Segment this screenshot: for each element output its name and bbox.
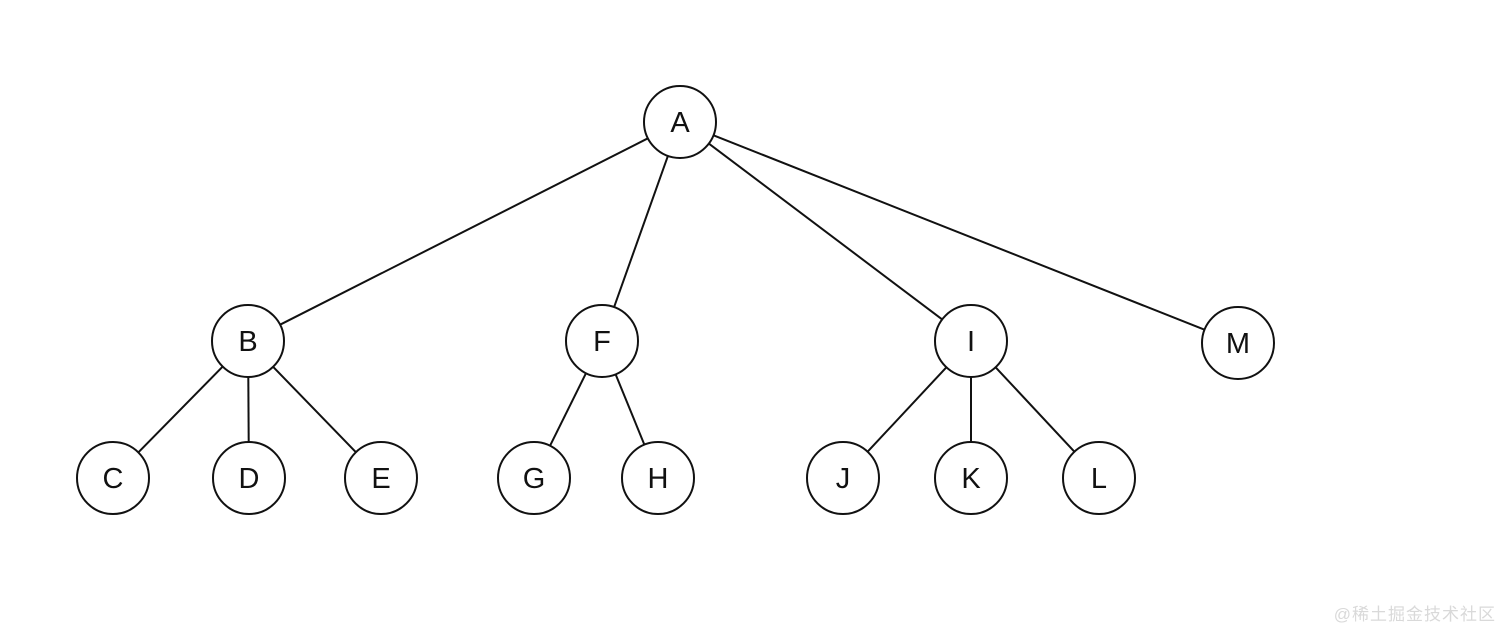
edge-B-E <box>272 366 357 453</box>
edge-F-G <box>549 372 587 447</box>
node-label-M: M <box>1226 328 1250 360</box>
node-circle-E <box>344 441 418 515</box>
node-label-B: B <box>238 326 257 358</box>
edge-I-L <box>994 366 1076 453</box>
node-H: H <box>621 441 695 515</box>
node-I: I <box>934 304 1008 378</box>
node-D: D <box>212 441 286 515</box>
edge-A-F <box>613 155 669 308</box>
node-label-I: I <box>967 326 975 358</box>
node-circle-L <box>1062 441 1136 515</box>
node-circle-B <box>211 304 285 378</box>
node-L: L <box>1062 441 1136 515</box>
edge-F-H <box>614 373 646 446</box>
edge-A-I <box>708 142 943 321</box>
node-circle-G <box>497 441 571 515</box>
watermark: @稀土掘金技术社区 <box>1333 605 1496 624</box>
node-circle-I <box>934 304 1008 378</box>
node-circle-J <box>806 441 880 515</box>
node-E: E <box>344 441 418 515</box>
node-A: A <box>643 85 717 159</box>
edge-B-C <box>137 365 224 454</box>
node-label-C: C <box>103 463 124 495</box>
node-circle-D <box>212 441 286 515</box>
node-G: G <box>497 441 571 515</box>
edge-A-B <box>279 137 649 326</box>
node-M: M <box>1201 306 1275 380</box>
node-label-H: H <box>648 463 669 495</box>
node-label-F: F <box>593 326 611 358</box>
node-circle-A <box>643 85 717 159</box>
node-B: B <box>211 304 285 378</box>
node-label-J: J <box>836 463 851 495</box>
node-label-L: L <box>1091 463 1107 495</box>
node-label-K: K <box>961 463 981 495</box>
node-circle-C <box>76 441 150 515</box>
node-circle-M <box>1201 306 1275 380</box>
node-circle-K <box>934 441 1008 515</box>
edge-A-M <box>713 134 1205 331</box>
node-circle-H <box>621 441 695 515</box>
node-circle-F <box>565 304 639 378</box>
edge-I-J <box>866 366 948 453</box>
node-label-A: A <box>670 107 690 139</box>
node-C: C <box>76 441 150 515</box>
node-F: F <box>565 304 639 378</box>
node-label-E: E <box>371 463 390 495</box>
node-J: J <box>806 441 880 515</box>
node-K: K <box>934 441 1008 515</box>
node-label-D: D <box>239 463 260 495</box>
node-label-G: G <box>523 463 546 495</box>
